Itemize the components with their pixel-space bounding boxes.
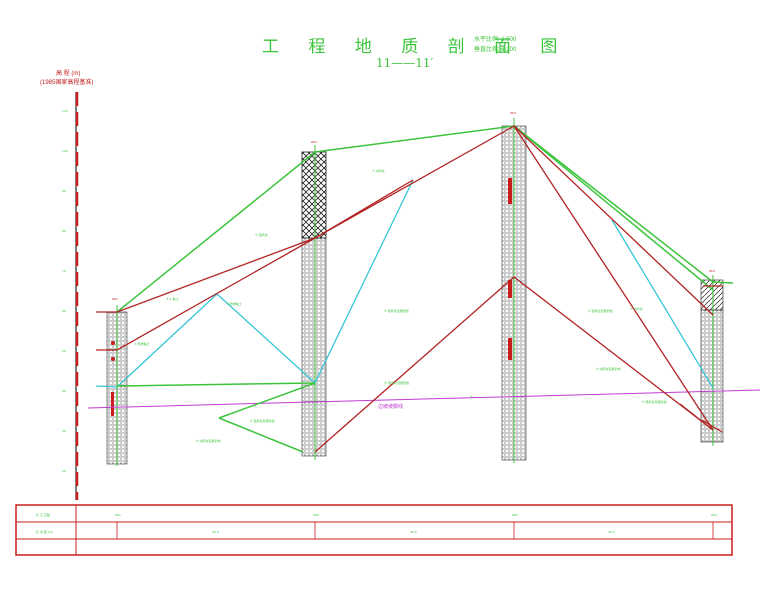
slope-toe-line: 边坡坡脚线 — [87, 389, 760, 410]
svg-text:⑤-1 黏土: ⑤-1 黏土 — [166, 296, 179, 301]
svg-text:30: 30 — [62, 429, 66, 433]
svg-text:ZK2: ZK2 — [313, 513, 319, 517]
ground-surface-line — [116, 125, 734, 453]
groundwater-lines — [95, 179, 714, 389]
svg-text:80: 80 — [62, 229, 66, 233]
section-label: 11——11′ — [376, 56, 434, 70]
svg-text:70: 70 — [62, 269, 66, 273]
svg-text:60: 60 — [62, 309, 66, 313]
borehole-1: ZK1 — [106, 297, 128, 466]
svg-text:⑪: ⑪ — [470, 394, 473, 399]
svg-text:50: 50 — [62, 349, 66, 353]
svg-text:40.0: 40.0 — [410, 530, 417, 534]
svg-text:⑦ 中风化: ⑦ 中风化 — [630, 306, 643, 311]
svg-text:ZK1: ZK1 — [115, 513, 121, 517]
svg-text:ZK4: ZK4 — [711, 513, 717, 517]
layer-labels: ⑤-1 黏土 ⑤ 粉质黏土 ④ 粉质黏土 ⑥ 强风化 ⑦ 中风化 ⑧ 微风化泥质… — [134, 168, 667, 443]
svg-text:ZK2: ZK2 — [311, 140, 317, 144]
svg-text:90: 90 — [62, 189, 66, 193]
svg-text:⑨ 强风化泥质砂岩: ⑨ 强风化泥质砂岩 — [250, 418, 275, 423]
svg-text:ZK1: ZK1 — [112, 297, 118, 301]
svg-text:40.0: 40.0 — [608, 530, 615, 534]
stratum-boundaries — [96, 125, 723, 453]
svg-text:ZK3: ZK3 — [512, 513, 518, 517]
elevation-axis-title: 高 程 (m) — [56, 71, 81, 77]
svg-text:④ 粉质黏土: ④ 粉质黏土 — [134, 341, 150, 346]
svg-text:⑪ 微风化泥质砂岩: ⑪ 微风化泥质砂岩 — [384, 380, 409, 385]
svg-text:⑨ 中风化泥质砂岩: ⑨ 中风化泥质砂岩 — [596, 366, 621, 371]
svg-text:110: 110 — [62, 109, 68, 113]
svg-text:40.0: 40.0 — [212, 530, 219, 534]
slope-toe-label: 边坡坡脚线 — [378, 403, 403, 410]
svg-text:⑩ 中风化泥质砂岩: ⑩ 中风化泥质砂岩 — [196, 438, 221, 443]
svg-text:40: 40 — [62, 389, 66, 393]
svg-text:孔 口 高程: 孔 口 高程 — [36, 512, 50, 517]
svg-text:ZK4: ZK4 — [709, 269, 715, 273]
svg-text:⑩ 微风化泥质砂岩: ⑩ 微风化泥质砂岩 — [642, 399, 667, 404]
elevation-axis: 110 100 90 80 70 60 50 40 30 20 — [62, 92, 79, 500]
svg-text:⑧ 强风化泥质砂岩: ⑧ 强风化泥质砂岩 — [588, 308, 613, 313]
svg-text:⑥ 强风化: ⑥ 强风化 — [255, 232, 268, 237]
elevation-datum: (1985国家高程基准) — [40, 80, 94, 86]
svg-text:100: 100 — [62, 149, 68, 153]
svg-text:⑤ 粉质黏土: ⑤ 粉质黏土 — [226, 301, 242, 306]
svg-text:ZK3: ZK3 — [510, 111, 516, 115]
svg-text:20: 20 — [62, 469, 66, 473]
data-table-frame — [15, 504, 733, 556]
svg-text:⑧ 微风化泥质砂岩: ⑧ 微风化泥质砂岩 — [384, 308, 409, 313]
svg-text:⑦ 中风化: ⑦ 中风化 — [372, 168, 385, 173]
vertical-scale: 垂直比例: 1:200 — [474, 47, 517, 53]
borehole-3: ZK3 — [501, 111, 527, 463]
borehole-4: ZK4 — [700, 269, 724, 446]
svg-text:孔 间 距 (m): 孔 间 距 (m) — [36, 529, 53, 534]
borehole-2: ZK2 — [301, 140, 327, 460]
horizontal-scale: 水平比例: 1:500 — [474, 37, 517, 43]
drawing-title: 工 程 地 质 剖 面 图 — [262, 37, 570, 57]
